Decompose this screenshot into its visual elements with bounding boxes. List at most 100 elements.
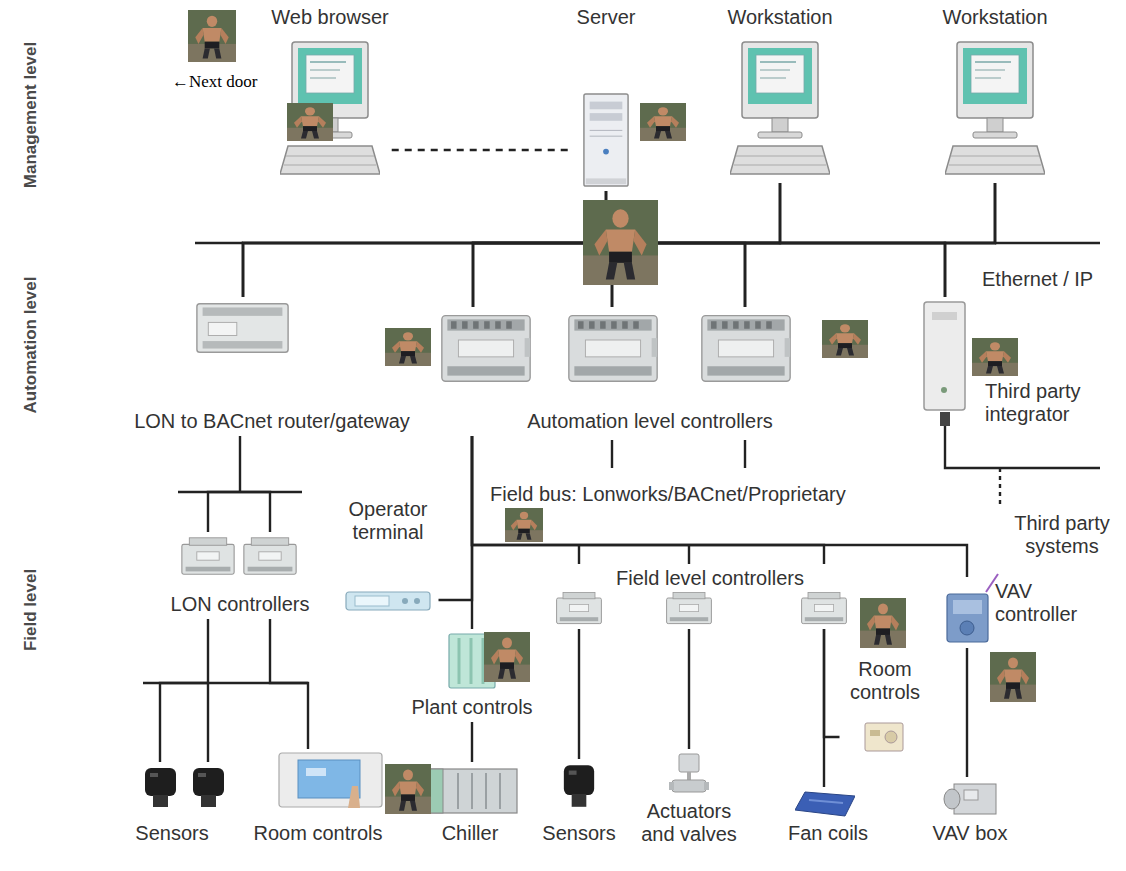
stub-wire bbox=[744, 440, 746, 468]
figure-picture bbox=[860, 598, 906, 648]
device-label: Operator terminal bbox=[341, 498, 436, 544]
device-node: Chiller bbox=[425, 762, 521, 848]
figure-picture bbox=[972, 338, 1018, 376]
bus-connector bbox=[471, 722, 473, 762]
room-control-icon bbox=[865, 723, 903, 751]
device-label: LON controllers bbox=[171, 593, 310, 616]
device-node: Operator terminal bbox=[338, 495, 439, 615]
computer-icon bbox=[730, 42, 830, 174]
system-label: Third party systems bbox=[1008, 512, 1116, 558]
device-label: Third party integrator bbox=[985, 380, 1105, 426]
bus-connector bbox=[824, 629, 840, 737]
bus-connector bbox=[270, 619, 308, 749]
bus-connector bbox=[473, 183, 995, 307]
router-icon bbox=[197, 304, 288, 353]
field-controller-icon bbox=[667, 592, 712, 623]
bus-wire bbox=[195, 242, 243, 244]
bus-label: Ethernet / IP bbox=[982, 268, 1093, 291]
level-label: Automation level bbox=[19, 277, 42, 414]
computer-icon bbox=[280, 42, 380, 174]
integrator-icon bbox=[924, 302, 965, 410]
bus-connector bbox=[473, 191, 745, 307]
bus-connector bbox=[243, 183, 780, 297]
terminal-icon bbox=[346, 592, 430, 610]
device-label: Plant controls bbox=[411, 696, 532, 719]
device-node: Room controls bbox=[840, 655, 931, 755]
dashed-wire bbox=[999, 468, 1001, 508]
lon-controller-icon bbox=[182, 538, 234, 574]
device-label: VAV box bbox=[933, 822, 1008, 845]
figure-picture bbox=[990, 652, 1036, 702]
device-label: Chiller bbox=[442, 822, 499, 845]
figure-picture bbox=[385, 328, 431, 366]
bus-connector bbox=[392, 149, 574, 151]
sensor-icon bbox=[145, 768, 176, 807]
bus-connector bbox=[160, 619, 208, 762]
figure-picture bbox=[188, 10, 236, 62]
note-label: ←Next door bbox=[172, 70, 257, 93]
figure-picture bbox=[583, 200, 658, 285]
level-label: Management level bbox=[19, 42, 42, 188]
device-label: Field level controllers bbox=[616, 567, 804, 590]
device-node: Sensors bbox=[539, 759, 618, 848]
device-label: Automation level controllers bbox=[527, 410, 773, 433]
bus-connector bbox=[966, 648, 968, 777]
device-node: Third party integrator bbox=[919, 297, 1108, 429]
device-node: VAV box bbox=[930, 777, 1011, 848]
device-label: Room controls bbox=[843, 658, 928, 704]
bus-connector bbox=[473, 183, 780, 307]
server-icon bbox=[584, 94, 628, 186]
device-node: Field level controllers bbox=[552, 564, 851, 629]
figure-picture bbox=[505, 508, 543, 542]
lon-controller-icon bbox=[244, 538, 296, 574]
fan-coil-icon bbox=[795, 792, 855, 816]
device-node: Workstation bbox=[724, 3, 835, 183]
vav-box-icon bbox=[944, 784, 996, 814]
figure-picture bbox=[822, 320, 868, 358]
device-label: Server bbox=[577, 6, 636, 29]
device-node: Plant controls bbox=[408, 629, 535, 722]
bus-connector bbox=[780, 183, 945, 297]
bus-connector bbox=[243, 183, 995, 297]
device-node: LON to BACnet router/gateway bbox=[131, 297, 413, 436]
chiller-icon bbox=[429, 769, 517, 813]
device-label: Actuators and valves bbox=[634, 800, 744, 846]
level-label: Field level bbox=[19, 569, 42, 651]
device-node: Sensors bbox=[132, 762, 234, 848]
bus-connector bbox=[578, 629, 580, 759]
device-node: Automation level controllers bbox=[437, 307, 795, 436]
sensor-icon bbox=[193, 768, 224, 807]
controller-icon bbox=[569, 316, 657, 382]
field-controller-icon bbox=[802, 592, 847, 623]
device-node: VAV controller bbox=[942, 577, 1088, 648]
integrator-wire bbox=[945, 426, 1100, 468]
figure-picture bbox=[287, 103, 333, 141]
vav-controller-icon bbox=[947, 594, 988, 642]
device-label: Workstation bbox=[942, 6, 1047, 29]
device-label: Sensors bbox=[135, 822, 208, 845]
figure-picture bbox=[640, 103, 686, 141]
bus-connector bbox=[439, 436, 473, 600]
device-node: Server bbox=[574, 3, 639, 191]
sensor-icon bbox=[564, 765, 594, 807]
computer-icon bbox=[945, 42, 1045, 174]
bus-label: Field bus: Lonworks/BACnet/Proprietary bbox=[490, 483, 846, 506]
device-node: Workstation bbox=[939, 3, 1050, 183]
figure-picture bbox=[484, 632, 530, 682]
device-node: Actuators and valves bbox=[631, 749, 747, 849]
bus-connector bbox=[688, 629, 690, 749]
bus-wire bbox=[995, 242, 1100, 244]
device-node: Fan coils bbox=[785, 787, 871, 848]
device-label: Fan coils bbox=[788, 822, 868, 845]
plug-symbol bbox=[940, 412, 950, 426]
figure-picture bbox=[385, 764, 431, 814]
room-panel-icon bbox=[279, 753, 382, 808]
device-label: VAV controller bbox=[995, 580, 1085, 626]
bus-connector bbox=[472, 436, 967, 577]
stub-wire bbox=[611, 440, 613, 468]
device-label: LON to BACnet router/gateway bbox=[134, 410, 410, 433]
